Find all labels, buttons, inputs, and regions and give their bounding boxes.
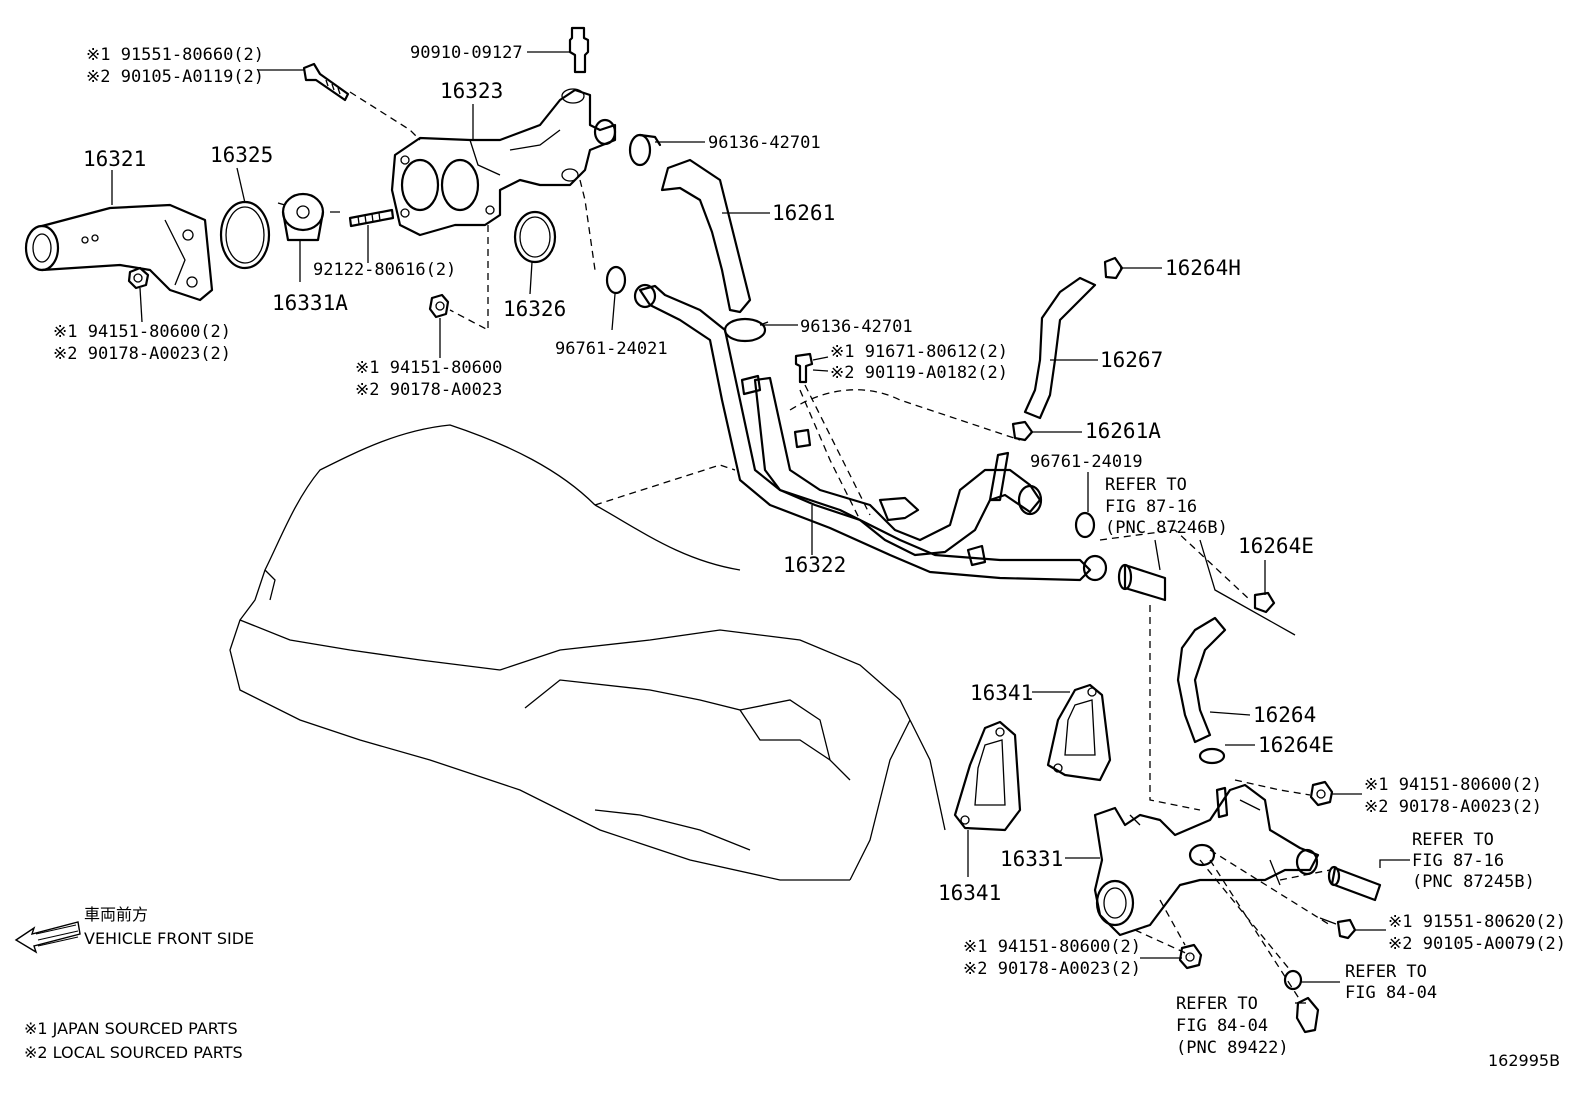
washer-bottom (1283, 969, 1303, 991)
gasket-16341-upper (1046, 683, 1112, 782)
label-bolt-mid-2: ※2 90119-A0182(2) (830, 363, 1008, 383)
label-16341-lower: 16341 (938, 881, 1001, 905)
label-nut-mid-1: ※1 94151-80600 (355, 358, 502, 378)
note-japan-sourced: ※1 JAPAN SOURCED PARTS (24, 1019, 238, 1038)
water-inlet-16331 (1093, 783, 1320, 937)
gasket-16325 (219, 200, 271, 270)
part-labels: 16321 16325 16331A 16323 16326 16261 162… (53, 43, 1566, 1058)
label-bolt-top-2: ※2 90105-A0119(2) (86, 67, 264, 87)
front-label-jp: 車両前方 (84, 905, 148, 924)
note-local-sourced: ※2 LOCAL SOURCED PARTS (24, 1043, 243, 1062)
bypass-pipe-16322 (633, 283, 1108, 582)
label-16325: 16325 (210, 143, 273, 167)
label-ref1-a: REFER TO (1105, 475, 1187, 495)
front-direction-indicator: 車両前方 VEHICLE FRONT SIDE (14, 905, 254, 954)
label-nut-bot-2: ※2 90178-A0023(2) (963, 959, 1141, 979)
o-ring-right (1074, 511, 1096, 539)
label-nut-left-1: ※1 94151-80600(2) (53, 322, 231, 342)
leader-lines (111, 51, 1410, 1004)
gasket-16326 (513, 210, 557, 264)
hose-16267 (1023, 276, 1097, 420)
label-ref2-c: (PNC 87245B) (1412, 872, 1535, 892)
label-nut-right-2: ※2 90178-A0023(2) (1364, 797, 1542, 817)
label-clamp-mid: 96136-42701 (800, 317, 913, 337)
bolt-right (1319, 917, 1357, 940)
stud-bolt (348, 208, 395, 228)
engine-outline (229, 389, 1021, 881)
clamp-mid (723, 317, 769, 343)
figure-id: 162995B (1488, 1051, 1560, 1070)
label-ref1-b: FIG 87-16 (1105, 497, 1197, 517)
nut-middle (428, 293, 450, 319)
label-16323: 16323 (440, 79, 503, 103)
bolt-mid (794, 352, 814, 384)
label-16326: 16326 (503, 297, 566, 321)
label-clamp-top: 96136-42701 (708, 133, 821, 153)
hose-16261 (660, 158, 752, 314)
nut-left (127, 266, 150, 290)
clamp-16264E-lower (1198, 747, 1226, 765)
label-ref3-b: FIG 84-04 (1345, 983, 1437, 1003)
label-stud: 92122-80616(2) (313, 260, 456, 280)
label-ref2-a: REFER TO (1412, 830, 1494, 850)
front-label-en: VEHICLE FRONT SIDE (84, 929, 254, 948)
nut-bottom (1178, 943, 1203, 970)
label-nut-bot-1: ※1 94151-80600(2) (963, 937, 1141, 957)
label-sensor-top: 90910-09127 (410, 43, 523, 63)
label-bolt-right-2: ※2 90105-A0079(2) (1388, 934, 1566, 954)
label-ref4-b: FIG 84-04 (1176, 1016, 1268, 1036)
thermostat-16331A (277, 192, 340, 242)
label-16264: 16264 (1253, 703, 1316, 727)
bolt-top (302, 62, 350, 102)
clamp-16261A (1011, 420, 1034, 442)
ref-hose-87245B (1327, 865, 1382, 902)
label-16341-upper: 16341 (970, 681, 1033, 705)
label-bolt-top-1: ※1 91551-80660(2) (86, 45, 264, 65)
label-16321: 16321 (83, 147, 146, 171)
sensor-top (568, 26, 590, 74)
label-16322: 16322 (783, 553, 846, 577)
label-bolt-mid-1: ※1 91671-80612(2) (830, 342, 1008, 362)
label-ref2-b: FIG 87-16 (1412, 851, 1504, 871)
label-ref4-a: REFER TO (1176, 994, 1258, 1014)
label-ref3-a: REFER TO (1345, 962, 1427, 982)
label-nut-right-1: ※1 94151-80600(2) (1364, 775, 1542, 795)
sensor-bottom (1295, 996, 1320, 1034)
label-16331: 16331 (1000, 847, 1063, 871)
gasket-16341-lower (953, 720, 1022, 832)
label-16264E-upper: 16264E (1238, 534, 1314, 558)
nut-right (1309, 780, 1334, 807)
clamp-16264H (1103, 256, 1124, 280)
label-16261: 16261 (772, 201, 835, 225)
label-nut-mid-2: ※2 90178-A0023 (355, 380, 502, 400)
label-16261A: 16261A (1085, 419, 1161, 443)
label-o-ring-mid: 96761-24021 (555, 339, 668, 359)
label-ref4-c: (PNC 89422) (1176, 1038, 1289, 1058)
clamp-top (628, 133, 662, 167)
label-16264H: 16264H (1165, 256, 1241, 280)
label-16331A: 16331A (272, 291, 348, 315)
clamp-16264E-upper (1253, 591, 1276, 614)
label-nut-left-2: ※2 90178-A0023(2) (53, 344, 231, 364)
water-inlet-16321 (24, 203, 214, 302)
ref-hose-87246B (1117, 563, 1167, 602)
water-outlet-16323 (390, 88, 617, 237)
label-16264E-lower: 16264E (1258, 733, 1334, 757)
label-o-ring-right: 96761-24019 (1030, 452, 1143, 472)
label-bolt-right-1: ※1 91551-80620(2) (1388, 912, 1566, 932)
label-ref1-c: (PNC 87246B) (1105, 518, 1228, 538)
label-16267: 16267 (1100, 348, 1163, 372)
o-ring-mid (605, 265, 627, 295)
hose-16264 (1176, 616, 1227, 744)
